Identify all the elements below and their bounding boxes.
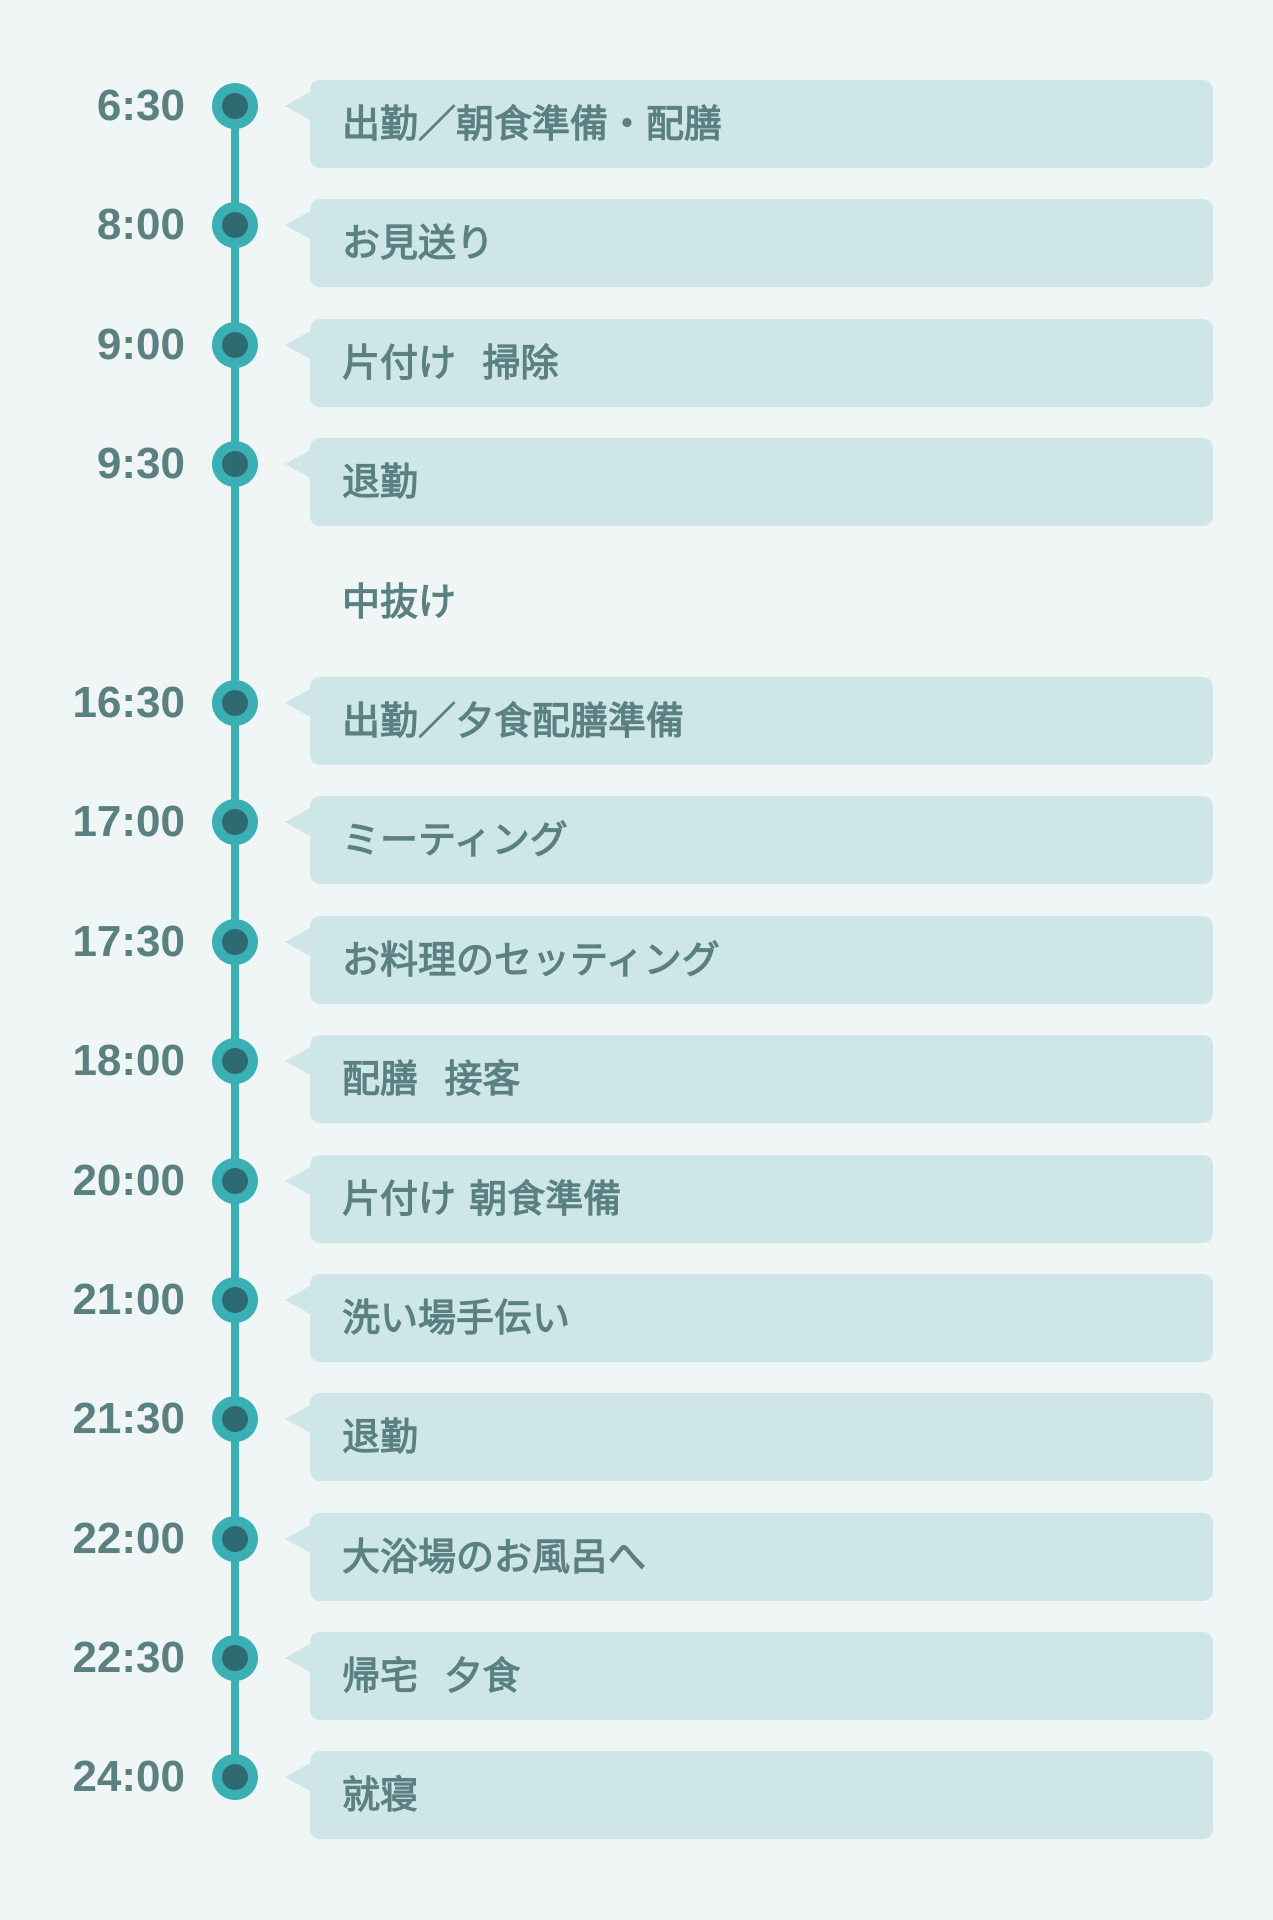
- schedule-activity: 退勤: [285, 1393, 1213, 1481]
- schedule-row: 8:00 お見送り: [0, 199, 1273, 344]
- schedule-time: 17:30: [72, 917, 185, 966]
- schedule-activity: お料理のセッティング: [285, 916, 1213, 1004]
- schedule-activity: お見送り: [285, 199, 1213, 287]
- break-label: 中抜け: [342, 580, 457, 624]
- schedule-row: 17:00 ミーティング: [0, 796, 1273, 941]
- schedule-time: 20:00: [72, 1156, 185, 1205]
- schedule-time: 9:30: [96, 439, 185, 488]
- schedule-time: 16:30: [72, 678, 185, 727]
- timeline-dot-icon: [212, 919, 258, 965]
- schedule-time: 24:00: [72, 1752, 185, 1801]
- timeline-dot-icon: [212, 799, 258, 845]
- schedule-activity: 片付け 掃除: [285, 319, 1213, 407]
- timeline-dot-icon: [212, 1396, 258, 1442]
- schedule-time: 21:30: [72, 1394, 185, 1443]
- timeline-dot-icon: [212, 1516, 258, 1562]
- schedule-break-row: 中抜け: [0, 580, 1273, 703]
- schedule-activity: 配膳 接客: [285, 1035, 1213, 1123]
- schedule-row: 6:30 出勤／朝食準備・配膳: [0, 80, 1273, 225]
- timeline-dot-icon: [212, 1754, 258, 1800]
- schedule-row: 21:30 退勤: [0, 1393, 1273, 1538]
- schedule-row: 17:30 お料理のセッティング: [0, 916, 1273, 1061]
- schedule-time: 6:30: [96, 81, 185, 130]
- schedule-activity: ミーティング: [285, 796, 1213, 884]
- schedule-row: 24:00 就寝: [0, 1751, 1273, 1896]
- schedule-time: 9:00: [96, 320, 185, 369]
- schedule-activity: 帰宅 夕食: [285, 1632, 1213, 1720]
- timeline-dot-icon: [212, 1158, 258, 1204]
- schedule-activity: 片付け 朝食準備: [285, 1155, 1213, 1243]
- timeline-dot-icon: [212, 202, 258, 248]
- schedule-time: 22:00: [72, 1514, 185, 1563]
- schedule-row: 22:00 大浴場のお風呂へ: [0, 1513, 1273, 1658]
- timeline-dot-icon: [212, 1277, 258, 1323]
- timeline-dot-icon: [212, 83, 258, 129]
- schedule-activity: 就寝: [285, 1751, 1213, 1839]
- schedule-time: 18:00: [72, 1036, 185, 1085]
- timeline-dot-icon: [212, 1635, 258, 1681]
- schedule-activity: 出勤／夕食配膳準備: [285, 677, 1213, 765]
- schedule-row: 9:00 片付け 掃除: [0, 319, 1273, 464]
- schedule-activity: 洗い場手伝い: [285, 1274, 1213, 1362]
- schedule-row: 20:00 片付け 朝食準備: [0, 1155, 1273, 1300]
- schedule-time: 17:00: [72, 797, 185, 846]
- schedule-row: 18:00 配膳 接客: [0, 1035, 1273, 1180]
- timeline-dot-icon: [212, 1038, 258, 1084]
- timeline-dot-icon: [212, 322, 258, 368]
- schedule-time: 21:00: [72, 1275, 185, 1324]
- schedule-activity: 退勤: [285, 438, 1213, 526]
- schedule-row: 9:30 退勤: [0, 438, 1273, 583]
- timeline-dot-icon: [212, 680, 258, 726]
- schedule-row: 22:30 帰宅 夕食: [0, 1632, 1273, 1777]
- schedule-time: 22:30: [72, 1633, 185, 1682]
- schedule-row: 21:00 洗い場手伝い: [0, 1274, 1273, 1419]
- schedule-activity: 大浴場のお風呂へ: [285, 1513, 1213, 1601]
- schedule-row: 16:30 出勤／夕食配膳準備: [0, 677, 1273, 822]
- schedule-activity: 出勤／朝食準備・配膳: [285, 80, 1213, 168]
- schedule-time: 8:00: [96, 200, 185, 249]
- timeline-dot-icon: [212, 441, 258, 487]
